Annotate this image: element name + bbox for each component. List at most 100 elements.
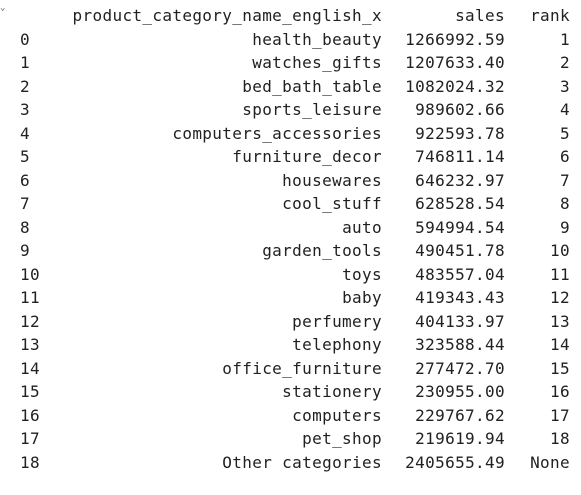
table-row: 14 office_furniture 277472.70 15 xyxy=(12,357,570,381)
cell-sales: 646232.97 xyxy=(415,170,505,190)
table-row: 9 garden_tools 490451.78 10 xyxy=(12,239,570,263)
row-index: 17 xyxy=(20,429,40,448)
column-header-category: product_category_name_english_x xyxy=(72,6,382,25)
cell-category: telephony xyxy=(292,335,382,354)
cell-rank: 8 xyxy=(560,194,570,213)
cell-rank: 4 xyxy=(560,100,570,119)
cell-rank: 10 xyxy=(550,241,570,260)
table-row: 8 auto 594994.54 9 xyxy=(12,216,570,240)
cell-sales: 419343.43 xyxy=(415,288,505,307)
collapse-output-icon[interactable]: ⌄ xyxy=(0,3,6,13)
cell-rank: 11 xyxy=(550,264,570,284)
cell-rank: 12 xyxy=(550,288,570,307)
cell-category: garden_tools xyxy=(262,241,382,260)
cell-category: computers xyxy=(292,405,382,425)
cell-sales: 594994.54 xyxy=(415,217,505,237)
row-index: 13 xyxy=(20,335,40,354)
row-index: 6 xyxy=(20,170,30,190)
table-row: 16 computers 229767.62 17 xyxy=(12,404,570,428)
cell-category: auto xyxy=(342,217,382,237)
cell-rank: 5 xyxy=(560,123,570,143)
row-index: 5 xyxy=(20,147,30,166)
cell-sales: 989602.66 xyxy=(415,100,505,119)
cell-sales: 490451.78 xyxy=(415,241,505,260)
cell-sales: 483557.04 xyxy=(415,264,505,284)
cell-sales: 628528.54 xyxy=(415,194,505,213)
table-row: 11 baby 419343.43 12 xyxy=(12,286,570,310)
row-index: 14 xyxy=(20,358,40,378)
cell-rank: 18 xyxy=(550,429,570,448)
column-header-sales: sales xyxy=(455,6,505,25)
row-index: 1 xyxy=(20,53,30,72)
cell-category: stationery xyxy=(282,382,382,401)
column-header-rank: rank xyxy=(530,6,570,25)
cell-sales: 277472.70 xyxy=(415,358,505,378)
table-row: 18 Other categories 2405655.49 None xyxy=(12,451,570,475)
cell-rank: 6 xyxy=(560,147,570,166)
row-index: 0 xyxy=(20,29,30,49)
cell-rank: 1 xyxy=(560,29,570,49)
row-index: 7 xyxy=(20,194,30,213)
row-index: 2 xyxy=(20,76,30,96)
row-index: 10 xyxy=(20,264,40,284)
cell-category: housewares xyxy=(282,170,382,190)
table-row: 10 toys 483557.04 11 xyxy=(12,263,570,287)
cell-category: computers_accessories xyxy=(172,123,382,143)
cell-rank: 7 xyxy=(560,170,570,190)
row-index: 8 xyxy=(20,217,30,237)
cell-sales: 229767.62 xyxy=(415,405,505,425)
cell-rank: 17 xyxy=(550,405,570,425)
row-index: 18 xyxy=(20,452,40,472)
table-row: 3 sports_leisure 989602.66 4 xyxy=(12,98,570,122)
table-row: 0 health_beauty 1266992.59 1 xyxy=(12,28,570,52)
table-row: 7 cool_stuff 628528.54 8 xyxy=(12,192,570,216)
cell-category: sports_leisure xyxy=(242,100,382,119)
cell-rank: 2 xyxy=(560,53,570,72)
cell-sales: 323588.44 xyxy=(415,335,505,354)
cell-category: perfumery xyxy=(292,311,382,331)
cell-category: bed_bath_table xyxy=(242,76,382,96)
cell-sales: 230955.00 xyxy=(415,382,505,401)
cell-rank: None xyxy=(530,452,570,472)
cell-rank: 9 xyxy=(560,217,570,237)
cell-category: pet_shop xyxy=(302,429,382,448)
cell-category: cool_stuff xyxy=(282,194,382,213)
cell-sales: 1207633.40 xyxy=(405,53,505,72)
row-index: 4 xyxy=(20,123,30,143)
cell-category: Other categories xyxy=(222,452,382,472)
dataframe-table: product_category_name_english_x sales ra… xyxy=(12,4,570,474)
cell-sales: 219619.94 xyxy=(415,429,505,448)
cell-category: baby xyxy=(342,288,382,307)
table-row: 6 housewares 646232.97 7 xyxy=(12,169,570,193)
row-index: 16 xyxy=(20,405,40,425)
table-row: 1 watches_gifts 1207633.40 2 xyxy=(12,51,570,75)
cell-sales: 1082024.32 xyxy=(405,76,505,96)
cell-category: toys xyxy=(342,264,382,284)
table-row: 17 pet_shop 219619.94 18 xyxy=(12,427,570,451)
cell-sales: 746811.14 xyxy=(415,147,505,166)
row-index: 11 xyxy=(20,288,40,307)
cell-rank: 15 xyxy=(550,358,570,378)
cell-sales: 922593.78 xyxy=(415,123,505,143)
cell-category: office_furniture xyxy=(222,358,382,378)
table-row: 13 telephony 323588.44 14 xyxy=(12,333,570,357)
row-index: 9 xyxy=(20,241,30,260)
cell-category: watches_gifts xyxy=(252,53,382,72)
table-row: 4 computers_accessories 922593.78 5 xyxy=(12,122,570,146)
row-index: 15 xyxy=(20,382,40,401)
cell-rank: 16 xyxy=(550,382,570,401)
row-index: 12 xyxy=(20,311,40,331)
row-index: 3 xyxy=(20,100,30,119)
cell-rank: 14 xyxy=(550,335,570,354)
index-header xyxy=(12,4,50,28)
cell-rank: 13 xyxy=(550,311,570,331)
cell-sales: 1266992.59 xyxy=(405,29,505,49)
cell-category: health_beauty xyxy=(252,29,382,49)
header-row: product_category_name_english_x sales ra… xyxy=(12,4,570,28)
cell-sales: 2405655.49 xyxy=(405,452,505,472)
